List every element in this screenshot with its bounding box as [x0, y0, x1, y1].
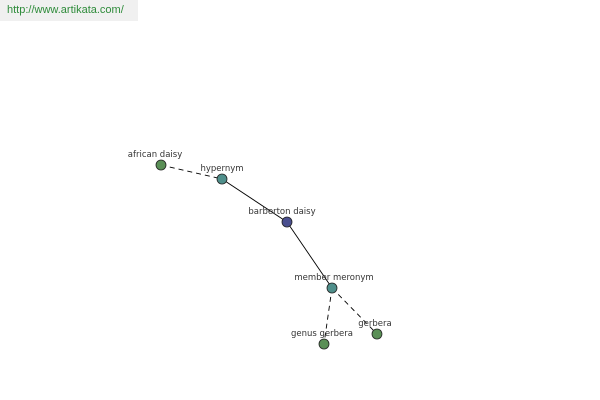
- edge-hypernym-to-barberton-daisy: [221, 178, 288, 223]
- label-gerbera[interactable]: gerbera: [358, 319, 391, 329]
- edge-member-meronym-to-genus-gerbera: [323, 287, 333, 345]
- node-barberton-daisy[interactable]: [281, 216, 293, 228]
- label-member-meronym[interactable]: member meronym: [294, 273, 373, 283]
- label-hypernym[interactable]: hypernym: [200, 164, 243, 174]
- label-african-daisy[interactable]: african daisy: [128, 150, 182, 160]
- node-member-meronym[interactable]: [326, 282, 338, 294]
- node-african-daisy[interactable]: [155, 159, 167, 171]
- watermark-url[interactable]: http://www.artikata.com/: [7, 4, 124, 16]
- node-genus-gerbera[interactable]: [318, 338, 330, 350]
- edges-layer: [160, 164, 378, 345]
- nodes-layer: [155, 159, 383, 350]
- node-gerbera[interactable]: [371, 328, 383, 340]
- label-genus-gerbera[interactable]: genus gerbera: [291, 329, 353, 339]
- edge-barberton-daisy-to-member-meronym: [286, 221, 333, 289]
- edge-member-meronym-to-gerbera: [331, 287, 378, 335]
- labels-layer: african daisy hypernym barberton daisy memb…: [128, 150, 392, 339]
- edge-african-daisy-to-hypernym: [160, 164, 223, 180]
- label-barberton-daisy[interactable]: barberton daisy: [248, 207, 315, 217]
- watermark-bar: http://www.artikata.com/: [0, 0, 138, 21]
- node-hypernym[interactable]: [216, 173, 228, 185]
